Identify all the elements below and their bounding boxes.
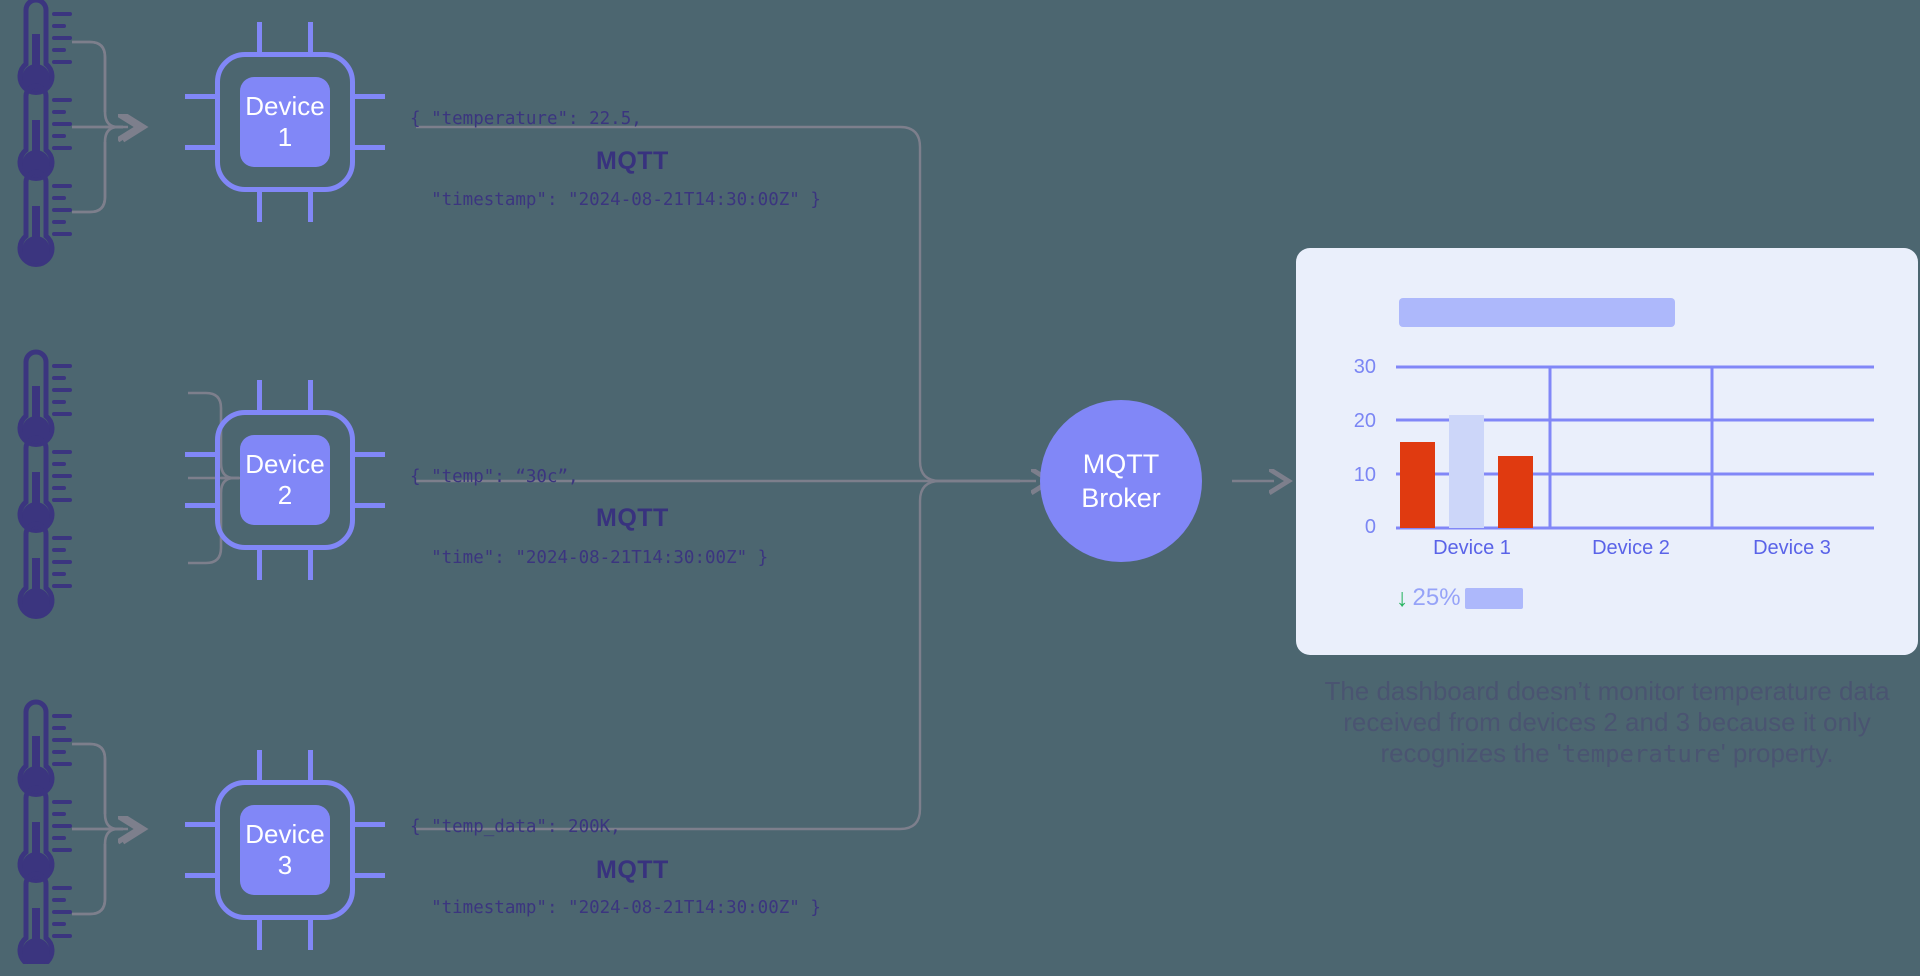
device-chip-3[interactable]: Device 3 — [185, 750, 385, 950]
chip-pin — [257, 380, 262, 412]
chip-pin — [353, 503, 385, 508]
chip-core: Device 2 — [240, 435, 330, 525]
chip-core: Device 1 — [240, 77, 330, 167]
caption-quote-close: ' — [1720, 738, 1726, 768]
x-axis-label-device-1: Device 1 — [1433, 537, 1511, 559]
device-1-protocol-label: MQTT — [596, 147, 669, 175]
payload-line-2: "timestamp": "2024-08-21T14:30:00Z" } — [410, 898, 821, 918]
caption-part-1: The dashboard doesn’t monitor temperatur… — [1324, 676, 1890, 768]
y-axis-tick-20: 20 — [1353, 410, 1376, 432]
chip-pin — [185, 145, 217, 150]
device-chip-2[interactable]: Device 2 — [185, 380, 385, 580]
chip-pin — [185, 452, 217, 457]
device-1-payload: { "temperature": 22.5, "timestamp": "202… — [410, 52, 821, 268]
arrow-down-icon: ↓ — [1396, 583, 1409, 612]
chip-pin — [353, 452, 385, 457]
caption-part-2: property. — [1725, 738, 1834, 768]
chip-pin — [308, 22, 313, 54]
payload-line-1: { "temp_data": 200K, — [410, 817, 621, 837]
chip-pin — [308, 380, 313, 412]
payload-line-2: "timestamp": "2024-08-21T14:30:00Z" } — [410, 190, 821, 210]
chip-pin — [257, 918, 262, 950]
x-axis-label-device-2: Device 2 — [1592, 537, 1670, 559]
chip-pin — [308, 190, 313, 222]
chip-pin — [308, 918, 313, 950]
thermometer-icon-group — [17, 0, 72, 964]
dashboard-trend-indicator: ↓ 25% — [1396, 584, 1523, 612]
payload-line-1: { "temp": “30c”, — [410, 467, 579, 487]
x-axis-label-device-3: Device 3 — [1753, 537, 1831, 559]
device-label-line1: Device — [245, 819, 325, 849]
device-label-line2: 1 — [277, 122, 293, 152]
chip-pin — [257, 548, 262, 580]
chip-pin — [308, 548, 313, 580]
device-2-payload: { "temp": “30c”, "time": "2024-08-21T14:… — [410, 410, 768, 626]
y-axis-tick-30: 30 — [1353, 356, 1376, 378]
device-label-line2: 3 — [277, 850, 293, 880]
payload-line-1: { "temperature": 22.5, — [410, 109, 642, 129]
chip-pin — [257, 190, 262, 222]
trend-placeholder-bar — [1464, 587, 1523, 609]
device-2-protocol-label: MQTT — [596, 504, 669, 532]
chip-outline — [215, 52, 355, 192]
broker-label-line2: Broker — [1081, 483, 1161, 513]
y-axis-tick-0: 0 — [1364, 516, 1376, 538]
chip-pin — [353, 94, 385, 99]
chip-pin — [353, 822, 385, 827]
device-label-line1: Device — [245, 91, 325, 121]
chip-pin — [257, 750, 262, 782]
device-label-line2: 2 — [277, 480, 293, 510]
chip-outline — [215, 780, 355, 920]
device-3-payload: { "temp_data": 200K, "timestamp": "2024-… — [410, 760, 821, 976]
chip-pin — [185, 94, 217, 99]
chip-pin — [185, 822, 217, 827]
trend-percentage: 25% — [1412, 584, 1461, 611]
chip-pin — [185, 873, 217, 878]
caption-quote-open: ' — [1556, 738, 1562, 768]
chip-pin — [353, 873, 385, 878]
chip-pin — [185, 503, 217, 508]
chip-core: Device 3 — [240, 805, 330, 895]
chip-pin — [257, 22, 262, 54]
mqtt-broker-node[interactable]: MQTT Broker — [1040, 400, 1202, 562]
device-3-protocol-label: MQTT — [596, 856, 669, 884]
chip-outline — [215, 410, 355, 550]
device-chip-1[interactable]: Device 1 — [185, 22, 385, 222]
y-axis-tick-10: 10 — [1353, 464, 1376, 486]
device-label-line1: Device — [245, 449, 325, 479]
dashboard-caption: The dashboard doesn’t monitor temperatur… — [1296, 676, 1918, 770]
dashboard-title-placeholder — [1399, 298, 1675, 327]
broker-label-line1: MQTT — [1082, 449, 1160, 479]
chip-pin — [353, 145, 385, 150]
payload-line-2: "time": "2024-08-21T14:30:00Z" } — [410, 548, 769, 568]
chip-pin — [308, 750, 313, 782]
caption-code-token: temperature — [1561, 740, 1721, 768]
